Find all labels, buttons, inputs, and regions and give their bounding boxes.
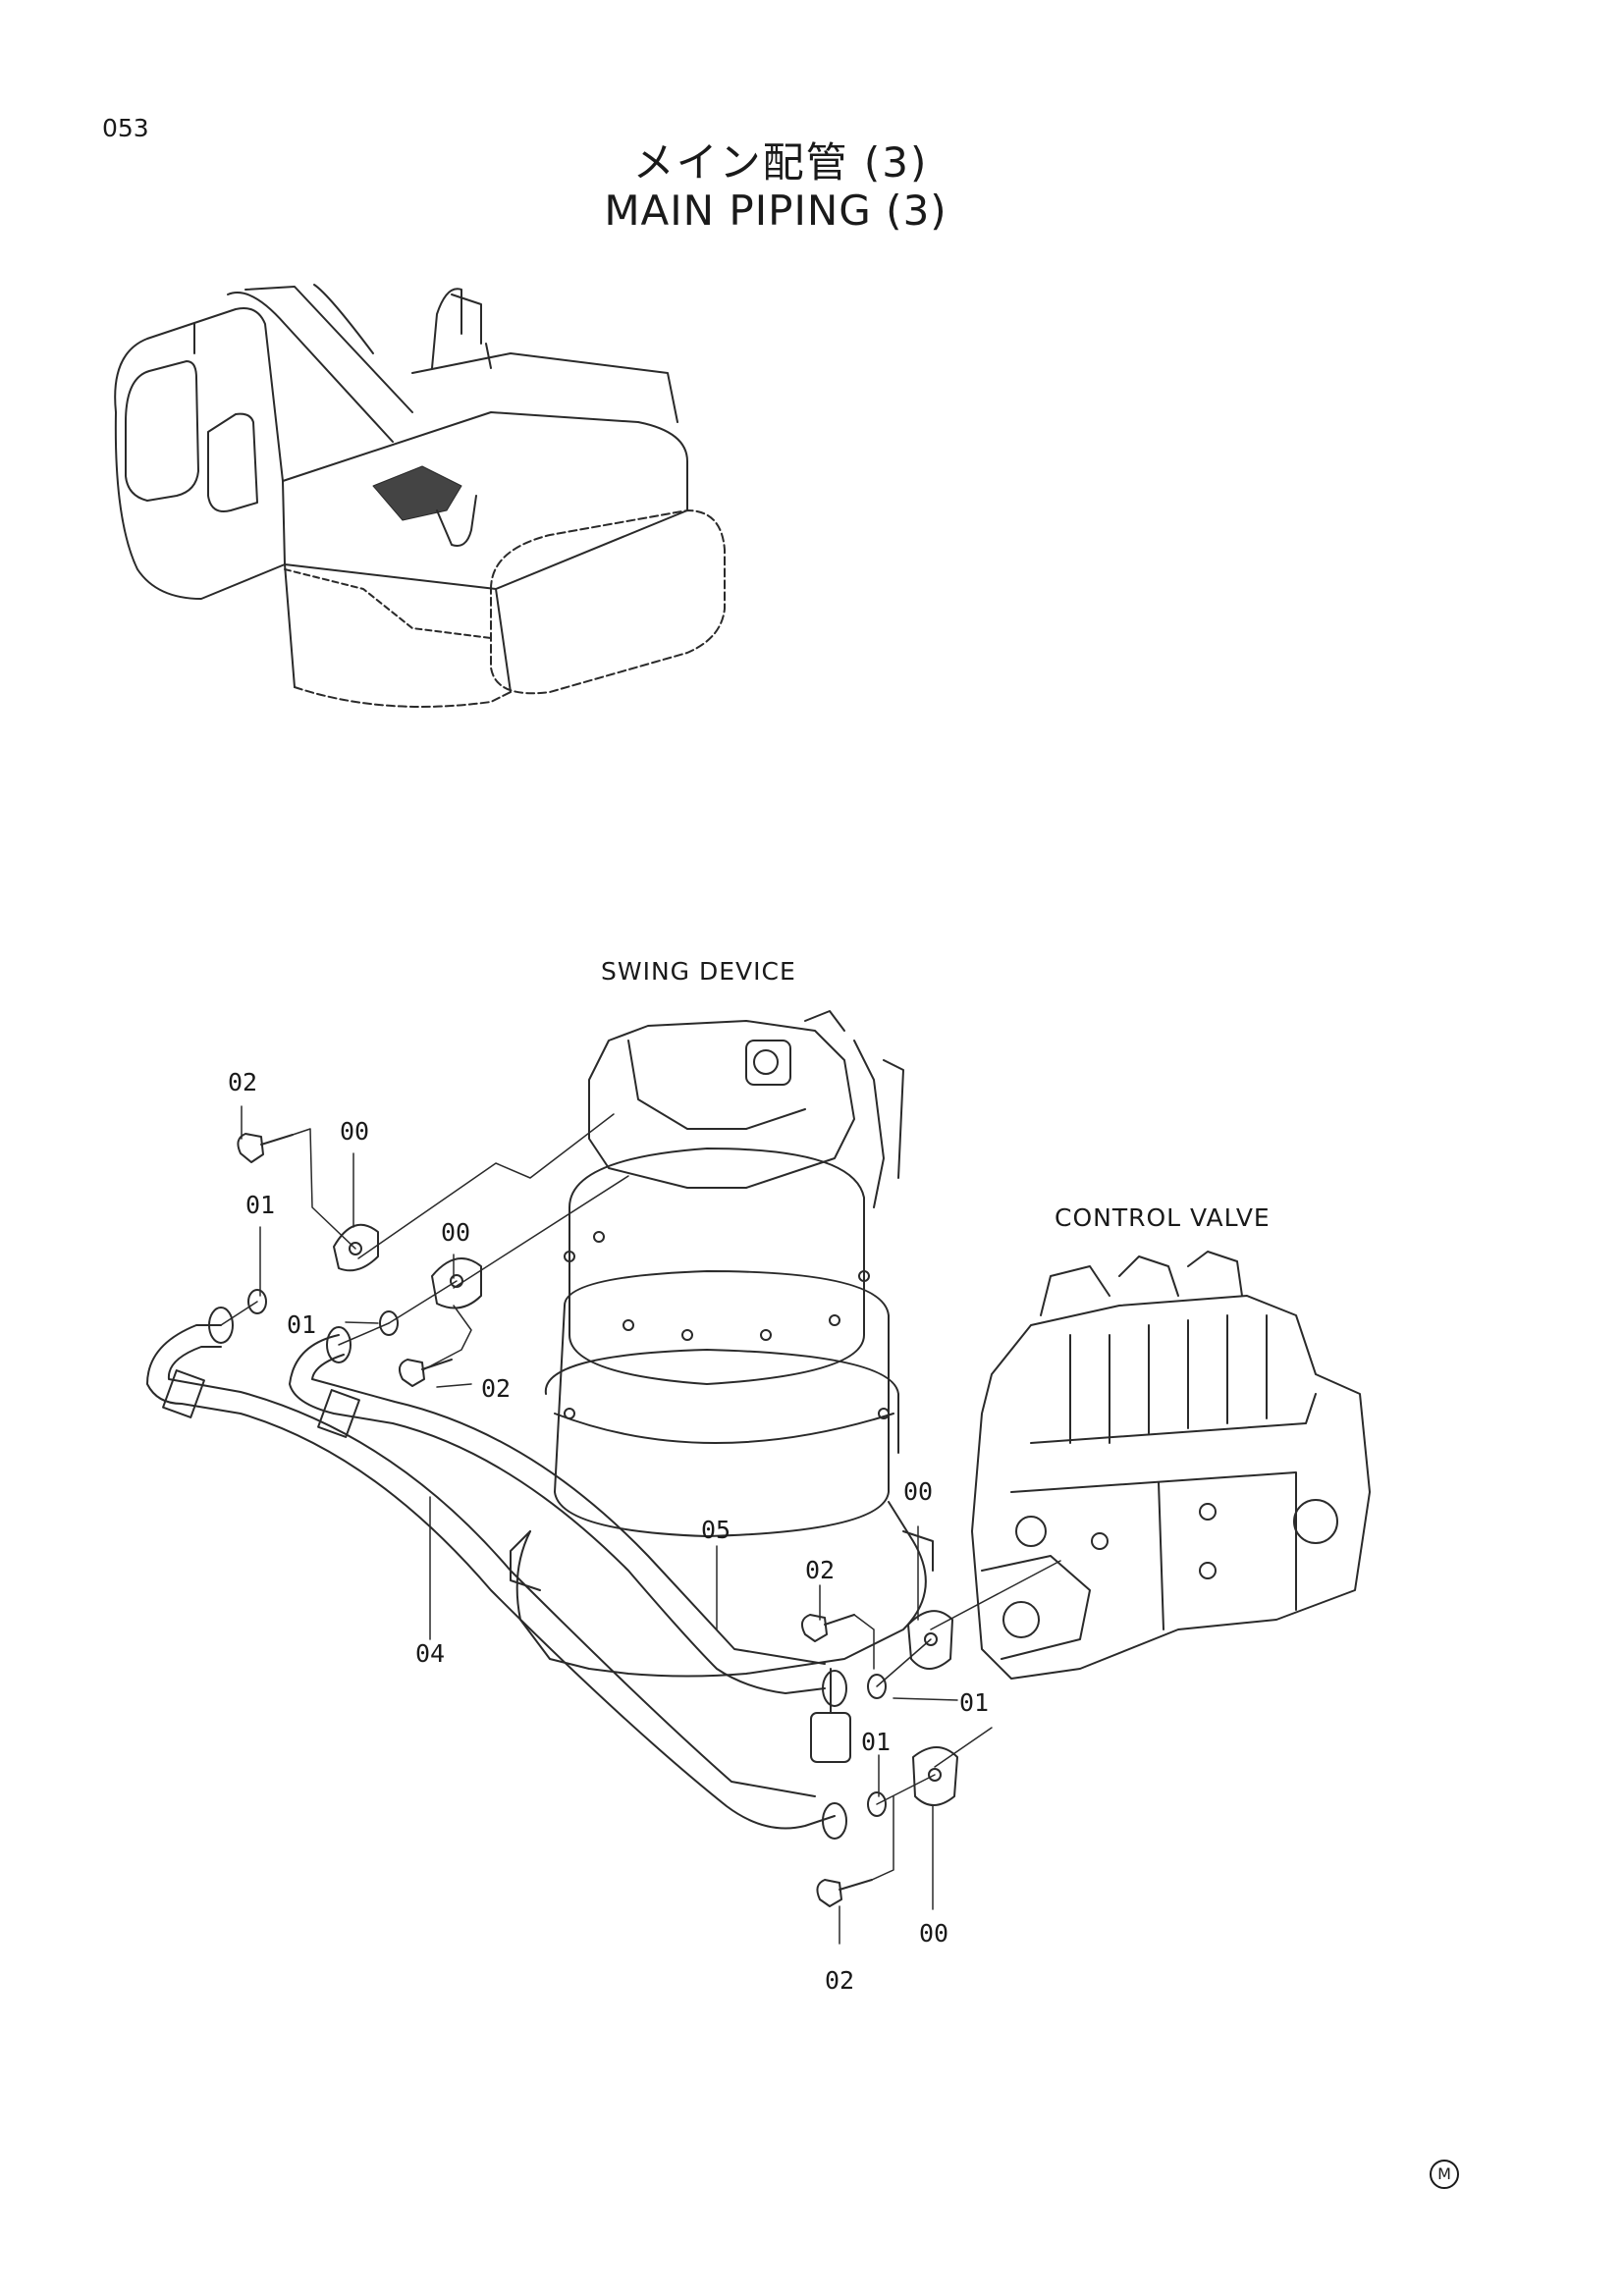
part-number-callout: 05: [701, 1516, 731, 1544]
control-valve-body: [972, 1296, 1370, 1679]
page-title-japanese: メイン配管 (3): [632, 138, 929, 187]
part-number-callout: 01: [861, 1728, 892, 1756]
pipe-04: [147, 1325, 835, 1829]
pipe-05: [290, 1335, 825, 1693]
control-valve-label: CONTROL VALVE: [1055, 1203, 1271, 1232]
part-number-callout: 02: [481, 1374, 512, 1403]
corner-mark-badge: M: [1430, 2160, 1459, 2189]
part-number-callout: 00: [919, 1919, 949, 1948]
swing-device-label: SWING DEVICE: [601, 957, 796, 986]
page-title: MAIN PIPING (3): [604, 187, 947, 235]
part-number-callout: 04: [415, 1639, 446, 1668]
part-number-callout: 01: [959, 1688, 990, 1717]
part-number-callout: 01: [287, 1310, 317, 1339]
part-number-callout: 00: [441, 1218, 471, 1247]
part-number-callout: 02: [825, 1966, 855, 1995]
part-number-callout: 00: [903, 1477, 934, 1506]
part-number-callout: 02: [805, 1556, 836, 1584]
swing-device-valve-block: [589, 1021, 854, 1188]
part-number-callout: 00: [340, 1117, 370, 1146]
swing-device-body: [569, 1148, 864, 1384]
part-number-callout: 01: [245, 1191, 276, 1219]
page-number: 053: [102, 114, 149, 142]
part-number-callout: 02: [228, 1068, 258, 1096]
